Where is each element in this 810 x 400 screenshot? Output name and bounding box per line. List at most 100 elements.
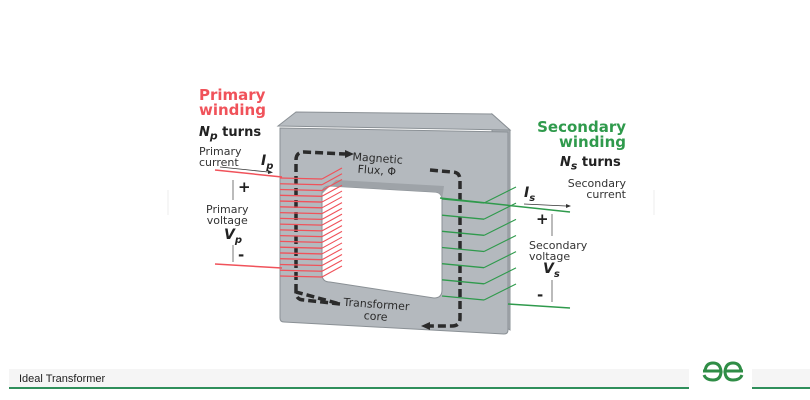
- secondary-lead-bottom: [507, 303, 571, 309]
- transformer-svg: [167, 111, 655, 335]
- primary-coil-turn: [279, 263, 323, 267]
- primary-coil-turn: [279, 223, 323, 226]
- flux-arrow-top-icon: [345, 150, 354, 158]
- flux-arrow-bottom-icon: [421, 322, 430, 330]
- primary-coil-turn-back: [321, 248, 343, 261]
- primary-coil-turn-back: [321, 173, 343, 186]
- primary-coil-turn-back: [321, 225, 343, 238]
- primary-coil-turn-back: [321, 242, 343, 255]
- primary-coil-turn: [279, 177, 323, 180]
- secondary-minus-sign: -: [537, 286, 544, 304]
- primary-coil-turn-back: [321, 202, 343, 215]
- secondary-coil-turn-back: [483, 218, 517, 236]
- primary-coil-turn: [279, 275, 323, 278]
- secondary-current-symbol: Is: [524, 186, 535, 204]
- primary-current-line2: current: [199, 156, 239, 169]
- secondary-coil-turn-back: [483, 267, 517, 285]
- primary-coil-turn: [279, 206, 323, 209]
- secondary-voltage-V: V: [543, 261, 554, 277]
- secondary-coil-turn-back: [483, 235, 517, 252]
- secondary-current-arrowhead-icon: [566, 204, 571, 208]
- primary-coil-turn: [279, 194, 323, 197]
- primary-coil-turn: [279, 200, 323, 203]
- secondary-coil-turn: [441, 230, 485, 236]
- secondary-lead-top: [439, 197, 571, 213]
- primary-coil-turn-back: [321, 196, 343, 209]
- primary-voltage-label: Primary voltage: [206, 204, 249, 226]
- secondary-coil-turn: [441, 246, 485, 253]
- primary-voltage-line2: voltage: [206, 214, 248, 227]
- primary-coil-turn-back: [321, 236, 343, 249]
- primary-current-symbol: Ip: [261, 154, 273, 172]
- primary-turns: Np turns: [199, 126, 261, 142]
- primary-current-line1: Primary: [199, 145, 242, 158]
- primary-coil-turn-back: [321, 265, 343, 278]
- primary-coil-turn: [279, 183, 323, 186]
- primary-coil-turn: [279, 211, 323, 215]
- primary-coil-turn-back: [321, 219, 343, 232]
- primary-turns-sub: p: [209, 129, 218, 143]
- secondary-current-arrow: [523, 203, 567, 207]
- primary-coil-turn-back: [321, 207, 343, 220]
- secondary-turns-text: turns: [577, 155, 621, 170]
- primary-coil-turn-back: [321, 230, 343, 243]
- primary-coil-turn: [279, 229, 323, 232]
- primary-winding-title: Primary winding: [199, 88, 266, 118]
- secondary-turns-symbol: N: [560, 155, 571, 170]
- primary-coil-turn-back: [321, 179, 343, 192]
- secondary-title-line1: Secondary: [537, 118, 626, 136]
- secondary-plus-sign: +: [536, 210, 549, 228]
- secondary-current-line1: Secondary: [567, 177, 626, 190]
- secondary-voltage-label: Secondary voltage: [529, 240, 587, 262]
- secondary-coil-turn: [441, 214, 485, 220]
- secondary-turns: Ns turns: [560, 156, 621, 172]
- secondary-coil-turn: [441, 279, 485, 285]
- secondary-voltage-sub: s: [553, 268, 560, 280]
- primary-coil-turn: [279, 217, 323, 221]
- core-top-face: [276, 111, 512, 131]
- primary-coil-turn: [279, 240, 323, 244]
- secondary-current-I: I: [524, 185, 530, 201]
- primary-turns-text: turns: [217, 125, 262, 140]
- primary-minus-sign: -: [238, 246, 245, 264]
- primary-coil-turn-back: [321, 259, 343, 272]
- primary-coil-turn-back: [321, 190, 343, 203]
- magnetic-flux-label: Magnetic Flux, Φ: [351, 150, 403, 178]
- primary-coil-turn-back: [321, 184, 343, 197]
- secondary-title-line2: winding: [559, 133, 626, 151]
- gfg-logo-icon: [702, 361, 744, 382]
- primary-plus-sign: +: [238, 178, 251, 196]
- primary-coil-turn: [279, 258, 323, 261]
- secondary-voltage-line1: Secondary: [529, 239, 588, 252]
- primary-coil-turn-back: [321, 213, 343, 226]
- primary-voltage-sub: p: [234, 234, 243, 246]
- primary-current-sub: p: [266, 160, 274, 172]
- primary-lead-bottom: [214, 263, 283, 269]
- caption-bar-left: Ideal Transformer: [9, 369, 689, 389]
- caption-bar: Ideal Transformer: [0, 369, 810, 391]
- secondary-coil-turn: [441, 263, 485, 269]
- core-hole-shadow: [322, 180, 444, 200]
- secondary-coil-turn-back: [483, 251, 517, 269]
- primary-coil: [279, 167, 343, 278]
- secondary-current-line2: current: [586, 188, 626, 201]
- primary-title-line1: Primary: [199, 86, 266, 104]
- transformer-diagram: Primary winding Np turns Primary current…: [167, 88, 655, 335]
- primary-current-label: Primary current: [199, 146, 242, 168]
- primary-lead-top: [214, 169, 283, 178]
- secondary-voltage-symbol: Vs: [543, 262, 560, 280]
- secondary-winding-title: Secondary winding: [528, 120, 626, 150]
- primary-title-line2: winding: [199, 101, 266, 119]
- secondary-coil-turn: [441, 295, 485, 301]
- primary-voltage-line1: Primary: [206, 203, 249, 216]
- secondary-coil-turn-back: [483, 186, 517, 204]
- primary-current-arrowhead-icon: [268, 170, 273, 174]
- primary-current-arrow: [219, 166, 269, 173]
- primary-coil-turn: [279, 246, 323, 249]
- primary-current-I: I: [261, 153, 267, 169]
- transformer-core-label: Transformer core: [342, 296, 410, 326]
- secondary-current-label: Secondary current: [556, 178, 626, 200]
- caption-text: Ideal Transformer: [19, 373, 106, 385]
- secondary-current-sub: s: [529, 192, 536, 204]
- primary-coil-turn: [279, 269, 323, 272]
